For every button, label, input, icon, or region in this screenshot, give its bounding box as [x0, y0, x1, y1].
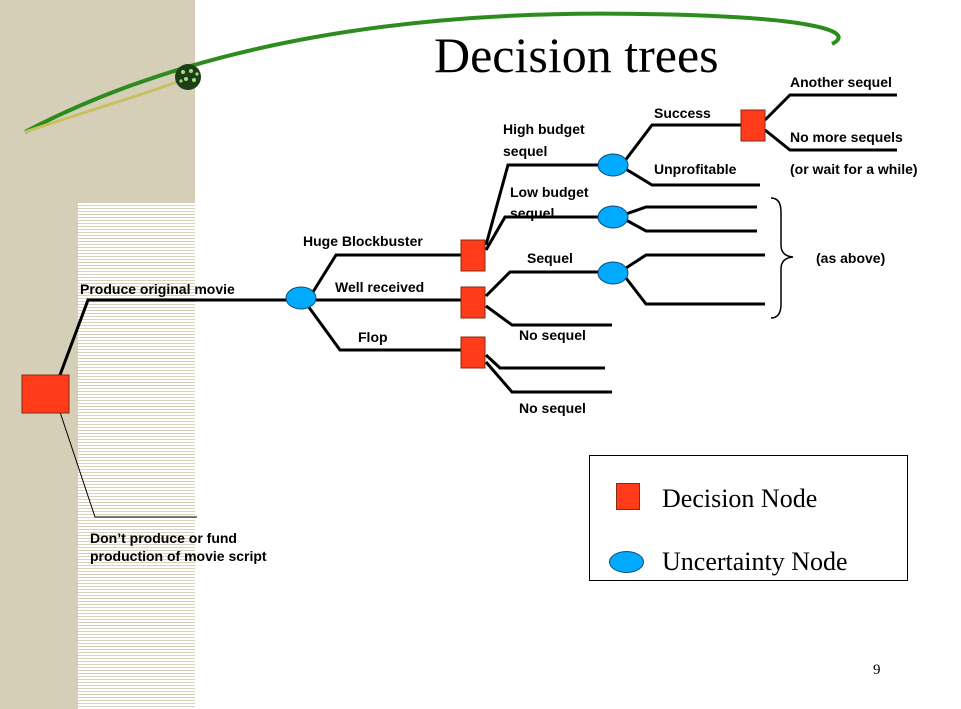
label-well-received: Well received [335, 279, 425, 295]
edge-sequel-lower [624, 277, 765, 306]
label-success: Success [654, 105, 711, 121]
bullet-icon [175, 64, 201, 90]
label-sequel: Sequel [527, 250, 573, 266]
label-low-budget-line1: Low budget [510, 184, 589, 200]
slide-title: Decision trees [434, 27, 719, 83]
label-unprofitable: Unprofitable [654, 161, 737, 177]
label-produce-original-movie: Produce original movie [80, 281, 235, 297]
edge-sequel-upper [625, 253, 765, 270]
decision-node-success [740, 109, 766, 142]
label-high-budget-line2: sequel [503, 143, 548, 159]
edge-unprofitable [623, 166, 760, 187]
edge-high-budget [484, 163, 602, 246]
label-wait-for-a-while: (or wait for a while) [790, 161, 918, 177]
edge-flop-lower [484, 361, 612, 394]
edge-sequel [484, 270, 600, 298]
legend-uncertainty-icon [609, 551, 644, 573]
uncertainty-node-reception [285, 286, 317, 310]
edge-low-upper [625, 205, 757, 216]
decision-node-flop [460, 336, 486, 369]
legend-box: Decision Node Uncertainty Node [589, 455, 908, 581]
edge-huge-blockbuster [306, 253, 466, 301]
label-no-more-sequels: No more sequels [790, 129, 903, 145]
uncertainty-node-low-budget [597, 205, 629, 229]
label-no-sequel-1: No sequel [519, 327, 586, 343]
label-dont-produce-line1: Don’t produce or fund [90, 530, 237, 546]
label-flop: Flop [358, 329, 388, 345]
label-huge-blockbuster: Huge Blockbuster [303, 233, 423, 249]
label-low-budget-line2: sequel [510, 205, 555, 221]
decision-node-blockbuster [460, 239, 486, 272]
decision-node-well-received [460, 286, 486, 319]
swoosh-decoration [24, 11, 841, 134]
edge-flop-upper [484, 353, 605, 370]
label-no-sequel-2: No sequel [519, 400, 586, 416]
sidebar-top-panel [78, 0, 195, 203]
sidebar-striped-panel [78, 203, 195, 709]
label-high-budget-line1: High budget [503, 121, 585, 137]
label-dont-produce-line2: production of movie script [90, 548, 267, 564]
edge-low-lower [625, 218, 757, 233]
edge-dont-produce [59, 411, 197, 518]
bracket-brace [770, 197, 794, 319]
page-number: 9 [873, 662, 881, 678]
decision-node-root [21, 374, 70, 414]
swoosh-tail [24, 76, 189, 134]
edge-flop [306, 305, 466, 352]
legend-decision-label: Decision Node [662, 484, 818, 513]
legend-decision-icon [616, 483, 640, 510]
uncertainty-node-high-budget [597, 153, 629, 177]
label-as-above: (as above) [816, 250, 886, 266]
uncertainty-node-sequel [597, 261, 629, 285]
edge-no-sequel-1 [485, 304, 612, 327]
edge-low-budget [484, 215, 600, 251]
edge-no-more-sequels [764, 128, 897, 152]
legend-uncertainty-label: Uncertainty Node [662, 547, 848, 576]
edge-success [622, 123, 744, 163]
label-another-sequel: Another sequel [790, 74, 892, 90]
edge-another-sequel [763, 93, 897, 122]
edge-produce [58, 298, 290, 376]
